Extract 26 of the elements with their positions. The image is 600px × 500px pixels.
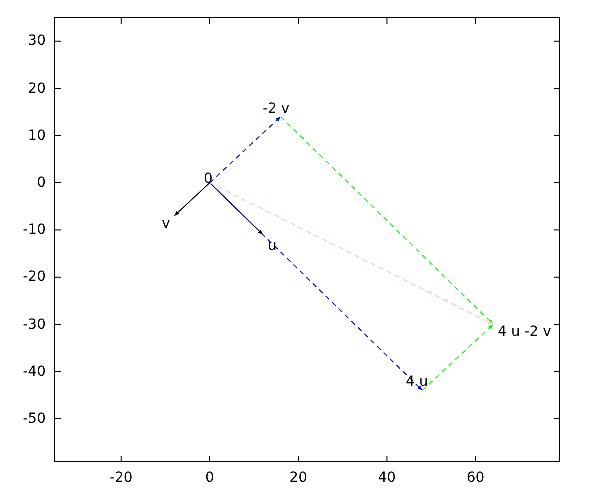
axis-tick-label: 0 [37, 175, 46, 191]
axis-tick-label: -10 [23, 222, 46, 238]
axis-tick-label: -20 [110, 470, 133, 486]
arrow [210, 182, 494, 326]
axis-tick-label: 0 [206, 470, 214, 486]
axis-tick-label: 40 [378, 470, 396, 486]
point-label: -2 v [263, 101, 290, 117]
arrow [280, 116, 494, 326]
axis-tick-label: 60 [466, 470, 485, 486]
axis-tick-label: 30 [28, 33, 46, 50]
point-label: u [268, 238, 277, 254]
point-label: v [162, 216, 170, 232]
arrow [210, 182, 424, 392]
axis-tick-label: -40 [23, 364, 46, 380]
point-label: 4 u -2 v [498, 324, 552, 340]
axis-tick-label: -50 [23, 411, 46, 427]
point-label: 0 [204, 171, 213, 187]
point-label: 4 u [406, 374, 428, 390]
axis-tick-label: -20 [23, 269, 46, 286]
arrow [422, 324, 494, 392]
axis-tick-label: 10 [28, 128, 46, 144]
axis-tick-label: -30 [23, 316, 46, 333]
axis-tick-label: 20 [28, 80, 46, 97]
axis-tick-label: 20 [290, 470, 308, 486]
arrow [210, 116, 282, 184]
arrow [174, 182, 210, 217]
